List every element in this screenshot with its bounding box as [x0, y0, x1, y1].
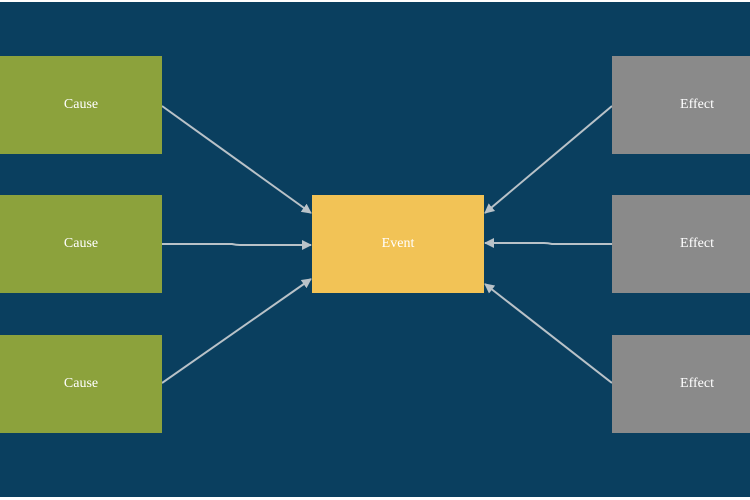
cause-box-3[interactable]: Cause — [0, 335, 162, 433]
effect-label-1: Effect — [680, 97, 714, 112]
cause-box-1[interactable]: Cause — [0, 56, 162, 154]
event-box[interactable]: Event — [312, 195, 484, 293]
effect-box-2[interactable]: Effect — [612, 195, 750, 293]
cause-box-2[interactable]: Cause — [0, 195, 162, 293]
connector-cause-1-event — [161, 105, 312, 214]
event-label: Event — [381, 236, 415, 251]
effect-label-2: Effect — [680, 236, 714, 251]
cause-label-2: Cause — [63, 236, 99, 251]
connector-effect-3-event — [484, 283, 613, 384]
effect-label-3: Effect — [680, 376, 714, 391]
effect-box-1[interactable]: Effect — [612, 56, 750, 154]
connector-cause-3-event — [161, 278, 312, 384]
effect-box-3[interactable]: Effect — [612, 335, 750, 433]
connector-cause-2-event — [162, 240, 312, 250]
cause-label-1: Cause — [63, 97, 99, 112]
cause-label-3: Cause — [63, 376, 99, 391]
connector-effect-2-event — [484, 238, 612, 248]
connector-effect-1-event — [484, 105, 613, 214]
